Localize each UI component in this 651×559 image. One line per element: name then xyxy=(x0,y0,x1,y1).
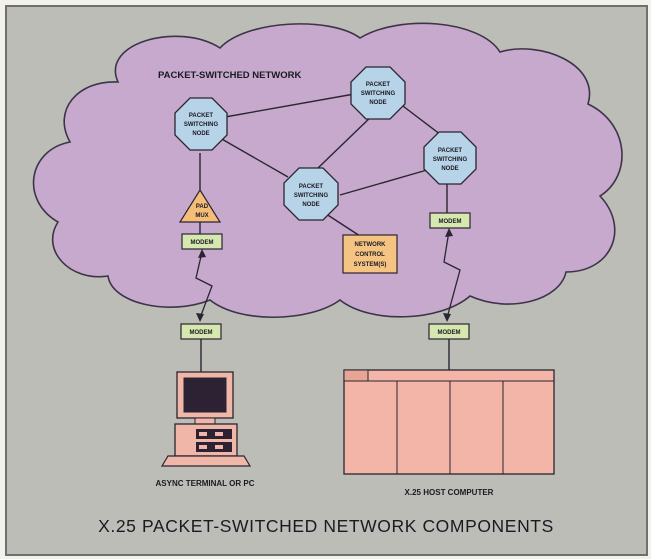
arrow-up-left xyxy=(198,249,206,258)
terminal-label: ASYNC TERMINAL OR PC xyxy=(156,479,255,488)
modem-label: MODEM xyxy=(191,240,214,246)
modem: MODEM xyxy=(428,323,470,340)
packet-switching-node: PACKET SWITCHING NODE xyxy=(423,131,477,185)
arrow-down-left xyxy=(196,313,204,322)
node-label: NODE xyxy=(302,202,319,208)
drive-bay xyxy=(196,429,232,439)
dialup-links xyxy=(195,230,461,319)
drive-slot xyxy=(215,432,223,436)
octagon-shape xyxy=(423,131,477,185)
octagon-shape xyxy=(283,167,339,221)
network-cloud xyxy=(32,22,623,319)
control-label: CONTROL xyxy=(355,252,385,258)
arrow-up-right xyxy=(445,228,453,237)
node-label: SWITCHING xyxy=(361,91,396,97)
octagon-shape xyxy=(350,66,406,120)
modem-box xyxy=(429,212,471,229)
pad-mux-label: MUX xyxy=(195,213,208,219)
packet-switching-node: PACKET SWITCHING NODE xyxy=(283,167,339,221)
control-label: SYSTEM(S) xyxy=(354,262,387,268)
network-label: PACKET-SWITCHED NETWORK xyxy=(158,70,302,81)
node-label: SWITCHING xyxy=(184,122,219,128)
node-label: NODE xyxy=(369,100,386,106)
node-label: PACKET xyxy=(438,148,463,154)
link-n2-n3 xyxy=(317,112,376,169)
node-label: PACKET xyxy=(189,113,214,119)
pc-terminal-icon xyxy=(160,371,252,467)
host-label: X.25 HOST COMPUTER xyxy=(405,488,494,497)
packet-switching-node: PACKET SWITCHING NODE xyxy=(174,97,228,151)
control-box xyxy=(342,234,398,274)
node-label: PACKET xyxy=(299,184,324,190)
zigzag-link-right xyxy=(443,230,461,319)
cabinet-panel xyxy=(343,369,369,382)
node-label: PACKET xyxy=(366,82,391,88)
modem-label: MODEM xyxy=(190,330,213,336)
drive-bay xyxy=(196,442,232,452)
drive-slot xyxy=(199,445,207,449)
keyboard xyxy=(160,455,252,467)
modem: MODEM xyxy=(181,233,223,250)
arrow-down-right xyxy=(443,313,451,322)
modem: MODEM xyxy=(180,323,222,340)
node-label: NODE xyxy=(441,166,458,172)
node-label: NODE xyxy=(192,131,209,137)
modem-label: MODEM xyxy=(438,330,461,336)
pad-mux-label: PAD xyxy=(196,204,209,210)
drive-slot xyxy=(199,432,207,436)
host-cabinet xyxy=(343,369,555,475)
drive-slot xyxy=(215,445,223,449)
modem: MODEM xyxy=(429,212,471,229)
link-n1-n2 xyxy=(224,92,361,118)
node-label: SWITCHING xyxy=(294,193,329,199)
packet-switching-node: PACKET SWITCHING NODE xyxy=(350,66,406,120)
link-arrows xyxy=(196,228,453,322)
zigzag-link-left xyxy=(195,251,213,319)
octagon-shape xyxy=(174,97,228,151)
control-label: NETWORK xyxy=(355,242,387,248)
modem-label: MODEM xyxy=(439,219,462,225)
monitor-screen xyxy=(183,377,227,413)
node-label: SWITCHING xyxy=(433,157,468,163)
network-control-system: NETWORK CONTROL SYSTEM(S) xyxy=(342,234,398,274)
host-computer-icon xyxy=(343,369,555,475)
link-n3-n4 xyxy=(339,169,428,196)
figure-caption: X.25 PACKET-SWITCHED NETWORK COMPONENTS xyxy=(98,516,554,536)
link-n1-n3 xyxy=(219,137,289,178)
monitor-stand xyxy=(194,417,216,425)
